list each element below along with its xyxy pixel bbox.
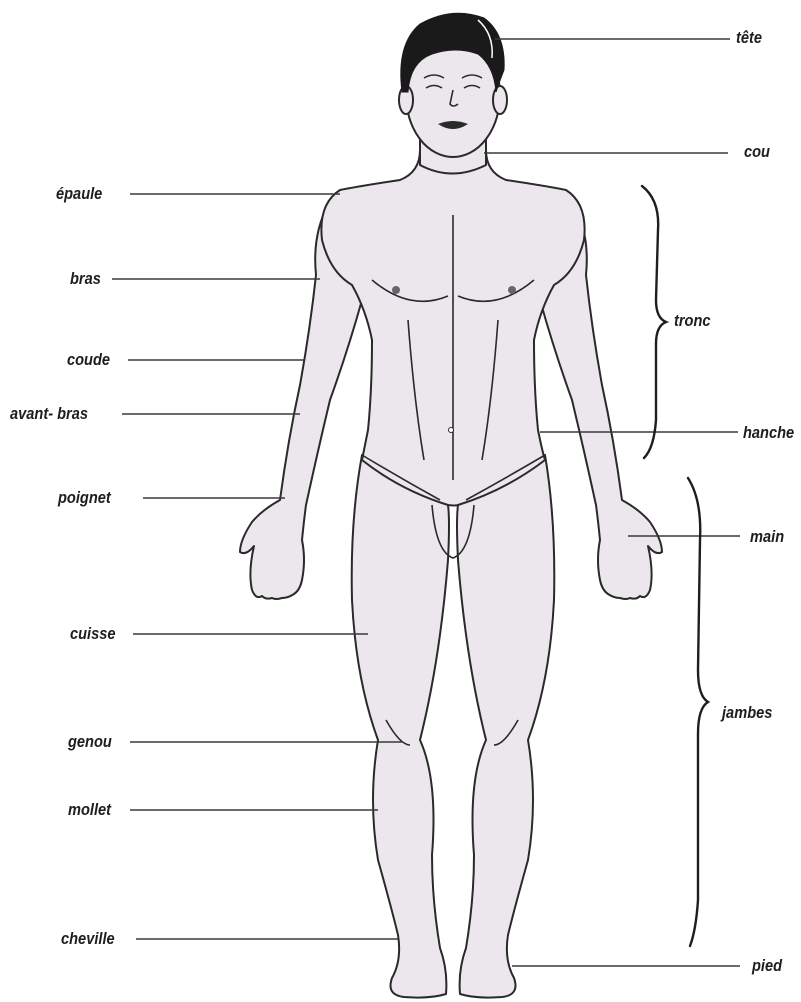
label-tronc: tronc bbox=[674, 311, 711, 331]
label-poignet: poignet bbox=[58, 488, 111, 508]
label-main: main bbox=[750, 527, 784, 547]
label-cheville: cheville bbox=[61, 929, 115, 949]
left-nipple bbox=[392, 286, 400, 294]
label-avant-bras: avant- bras bbox=[10, 404, 88, 424]
label-genou: genou bbox=[68, 732, 112, 752]
label-cou: cou bbox=[744, 142, 770, 162]
left-leg bbox=[352, 455, 449, 998]
label-jambes: jambes bbox=[722, 703, 772, 723]
tronc-brace bbox=[642, 186, 666, 458]
jambes-brace bbox=[688, 478, 708, 946]
label-epaule: épaule bbox=[56, 184, 102, 204]
label-cuisse: cuisse bbox=[70, 624, 116, 644]
right-ear bbox=[493, 86, 507, 114]
label-mollet: mollet bbox=[68, 800, 111, 820]
label-coude: coude bbox=[67, 350, 110, 370]
right-nipple bbox=[508, 286, 516, 294]
label-pied: pied bbox=[752, 956, 782, 976]
body-figure bbox=[240, 33, 662, 998]
label-bras: bras bbox=[70, 269, 101, 289]
navel bbox=[449, 428, 454, 433]
label-tete: tête bbox=[736, 28, 762, 48]
label-hanche: hanche bbox=[743, 423, 794, 443]
right-leg bbox=[457, 455, 554, 998]
